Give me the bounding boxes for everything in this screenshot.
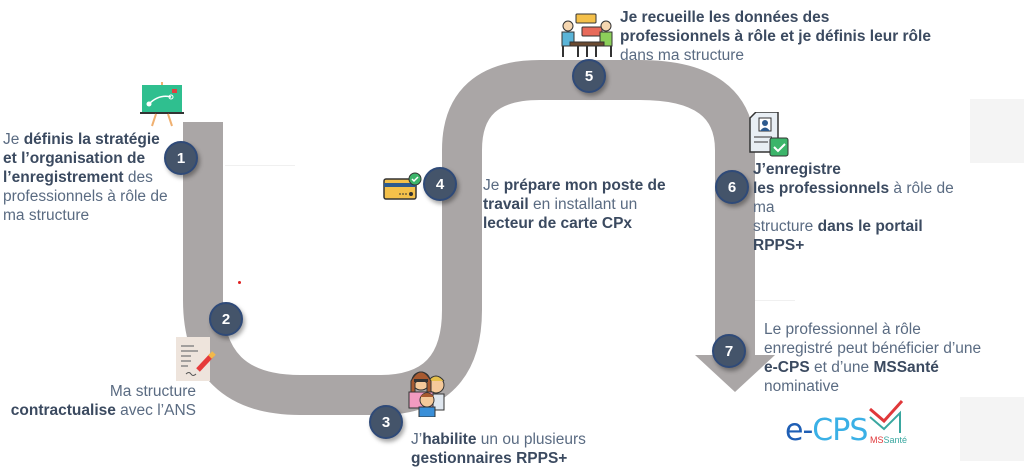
mssante-logo: MSSanté (866, 395, 910, 447)
step-text-line: Je définis la stratégie (3, 130, 183, 149)
step-text-line: les professionnels à rôle de ma (753, 179, 973, 217)
step-text-regular: dans ma structure (620, 47, 745, 64)
signed-contract-icon (176, 337, 218, 381)
step-text-regular: des (123, 169, 153, 186)
step-text-line: Je prépare mon poste de (483, 176, 693, 195)
step-text-regular: Ma structure (109, 383, 196, 400)
ecps-logo-suffix: CPS (812, 413, 868, 448)
road-arrowhead (695, 355, 775, 392)
step-text-line: professionnels à rôle de (3, 187, 183, 206)
step-text-bold: et l’organisation de (3, 150, 146, 167)
step-text-line: e-CPS et d’une MSSanté (764, 358, 1004, 377)
step-text-regular: un ou plusieurs (476, 431, 586, 448)
step-text-regular: à rôle de ma (753, 180, 954, 216)
mssante-logo-sante: Santé (883, 435, 908, 445)
step-badge-5: 5 (572, 59, 606, 93)
placeholder-box (970, 99, 1024, 163)
step-text-bold: lecteur de carte CPx (483, 215, 633, 232)
step-text-bold: dans le portail RPPS+ (753, 218, 923, 254)
step-text-line: ma structure (3, 206, 183, 225)
meeting-discussion-icon (558, 12, 616, 58)
step-text-line: gestionnaires RPPS+ (411, 449, 631, 468)
step-text-bold: l’enregistrement (3, 169, 124, 186)
step-text-line: contractualise avec l’ANS (0, 401, 196, 420)
step-text-regular: et d’une (809, 359, 874, 376)
step-text-bold: habilite (422, 431, 477, 448)
step-text-bold: Je recueille les données des (620, 9, 830, 26)
ecps-logo-prefix: e- (785, 413, 813, 448)
divider-line (755, 300, 795, 301)
step-text-regular: Je (3, 131, 24, 148)
step-text-regular: professionnels à rôle de (3, 188, 168, 205)
team-people-icon (405, 367, 453, 418)
step-text-line: nominative (764, 377, 1004, 396)
step-text-regular: nominative (764, 378, 839, 395)
step-text-line: J’habilite un ou plusieurs (411, 430, 631, 449)
step-5-text: Je recueille les données des professionne… (620, 8, 960, 65)
step-text-regular: J’ (411, 431, 423, 448)
strategy-board-icon (139, 82, 185, 128)
step-text-regular: structure (753, 218, 818, 235)
step-text-line: travail en installant un (483, 195, 693, 214)
divider-line (225, 165, 295, 166)
step-text-bold: prépare mon poste de (503, 177, 666, 194)
step-text-regular: ma structure (3, 207, 90, 224)
ecps-logo: e-CPS (785, 413, 868, 448)
step-text-regular: en installant un (528, 196, 638, 213)
step-badge-4: 4 (423, 167, 457, 201)
step-7-text: Le professionnel à rôle enregistré peut b… (764, 320, 1004, 396)
step-text-line: J’enregistre (753, 160, 973, 179)
step-text-bold: contractualise (10, 402, 116, 419)
step-text-bold: les professionnels (753, 180, 890, 197)
step-text-line: professionnels à rôle et je définis leur… (620, 27, 960, 46)
step-text-bold: e-CPS (764, 359, 810, 376)
step-text-bold: professionnels à rôle et je définis leur… (620, 28, 931, 45)
step-text-bold: définis la stratégie (23, 131, 160, 148)
red-dot (238, 281, 241, 284)
step-text-line: structure dans le portail RPPS+ (753, 217, 973, 255)
mssante-logo-ms: MS (870, 435, 884, 445)
step-text-line: Le professionnel à rôle (764, 320, 1004, 339)
card-reader-icon (383, 172, 423, 202)
placeholder-box (960, 397, 1024, 461)
step-text-line: enregistré peut bénéficier d’une (764, 339, 1004, 358)
step-badge-2: 2 (209, 302, 243, 336)
registered-profile-document-icon (748, 111, 790, 158)
step-text-regular: enregistré peut bénéficier d’une (764, 340, 982, 357)
step-text-regular: Le professionnel à rôle (764, 321, 921, 338)
step-text-bold: travail (483, 196, 529, 213)
step-text-line: dans ma structure (620, 46, 960, 65)
step-text-line: et l’organisation de (3, 149, 183, 168)
step-text-bold: J’enregistre (753, 161, 841, 178)
step-text-regular: avec l’ANS (115, 402, 196, 419)
step-text-line: Ma structure (0, 382, 196, 401)
step-text-regular: Je (483, 177, 504, 194)
step-badge-3: 3 (369, 405, 403, 439)
step-badge-6: 6 (715, 170, 749, 204)
step-badge-1: 1 (164, 141, 198, 175)
road-path (183, 60, 755, 415)
step-badge-7: 7 (712, 334, 746, 368)
step-text-bold: gestionnaires RPPS+ (411, 450, 568, 467)
step-text-line: lecteur de carte CPx (483, 214, 693, 233)
step-text-line: l’enregistrement des (3, 168, 183, 187)
step-text-bold: MSSanté (873, 359, 939, 376)
step-text-line: Je recueille les données des (620, 8, 960, 27)
